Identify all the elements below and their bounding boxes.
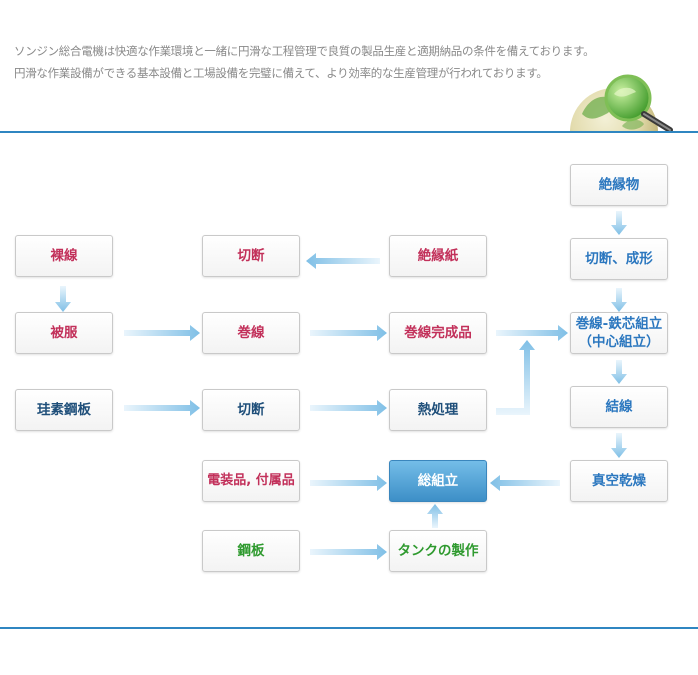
node-tank-making: タンクの製作 bbox=[389, 530, 487, 572]
arrow-icon bbox=[310, 325, 387, 341]
node-cutting-1: 切断 bbox=[202, 235, 300, 277]
node-electrical-parts: 電装品, 付属品 bbox=[202, 460, 300, 502]
node-insulating-paper: 絶縁紙 bbox=[389, 235, 487, 277]
node-steel-plate: 鋼板 bbox=[202, 530, 300, 572]
intro-line-2: 円滑な作業設備ができる基本設備と工場設備を完璧に備えて、より効率的な生産管理が行… bbox=[14, 66, 548, 80]
node-final-assembly: 総組立 bbox=[389, 460, 487, 502]
node-coating: 被服 bbox=[15, 312, 113, 354]
node-bare-wire: 裸線 bbox=[15, 235, 113, 277]
arrow-icon bbox=[310, 475, 387, 491]
node-core-assembly-line2: （中心組立） bbox=[578, 334, 660, 350]
node-silicon-steel: 珪素鋼板 bbox=[15, 389, 113, 431]
intro-line-1: ソンジン総合電機は快適な作業環境と一緒に円滑な工程管理で良質の製品生産と適期納品… bbox=[14, 44, 595, 58]
arrow-icon bbox=[496, 325, 568, 341]
node-winding: 巻線 bbox=[202, 312, 300, 354]
node-cutting-2: 切断 bbox=[202, 389, 300, 431]
arrow-icon bbox=[611, 433, 627, 458]
arrow-icon bbox=[427, 504, 443, 528]
arrow-icon bbox=[306, 253, 380, 269]
node-vacuum-drying: 真空乾燥 bbox=[570, 460, 668, 502]
arrow-icon bbox=[611, 360, 627, 384]
intro-text: ソンジン総合電機は快適な作業環境と一緒に円滑な工程管理で良質の製品生産と適期納品… bbox=[14, 40, 595, 84]
arrow-icon bbox=[611, 211, 627, 235]
node-core-assembly: 巻線-鉄芯組立 （中心組立） bbox=[570, 312, 668, 354]
arrow-icon bbox=[490, 475, 560, 491]
arrow-icon bbox=[310, 544, 387, 560]
globe-magnifier-icon bbox=[570, 70, 698, 132]
node-connection: 結線 bbox=[570, 386, 668, 428]
node-insulator: 絶縁物 bbox=[570, 164, 668, 206]
arrow-icon bbox=[124, 325, 200, 341]
arrow-icon bbox=[496, 340, 535, 415]
arrow-icon bbox=[611, 288, 627, 312]
arrow-icon bbox=[124, 400, 200, 416]
node-cut-forming: 切断、成形 bbox=[570, 238, 668, 280]
arrow-icon bbox=[55, 286, 71, 312]
top-divider bbox=[0, 131, 698, 133]
arrow-icon bbox=[310, 400, 387, 416]
node-heat-treatment: 熱処理 bbox=[389, 389, 487, 431]
bottom-divider bbox=[0, 627, 698, 629]
node-winding-complete: 巻線完成品 bbox=[389, 312, 487, 354]
node-core-assembly-line1: 巻線-鉄芯組立 bbox=[575, 316, 663, 332]
